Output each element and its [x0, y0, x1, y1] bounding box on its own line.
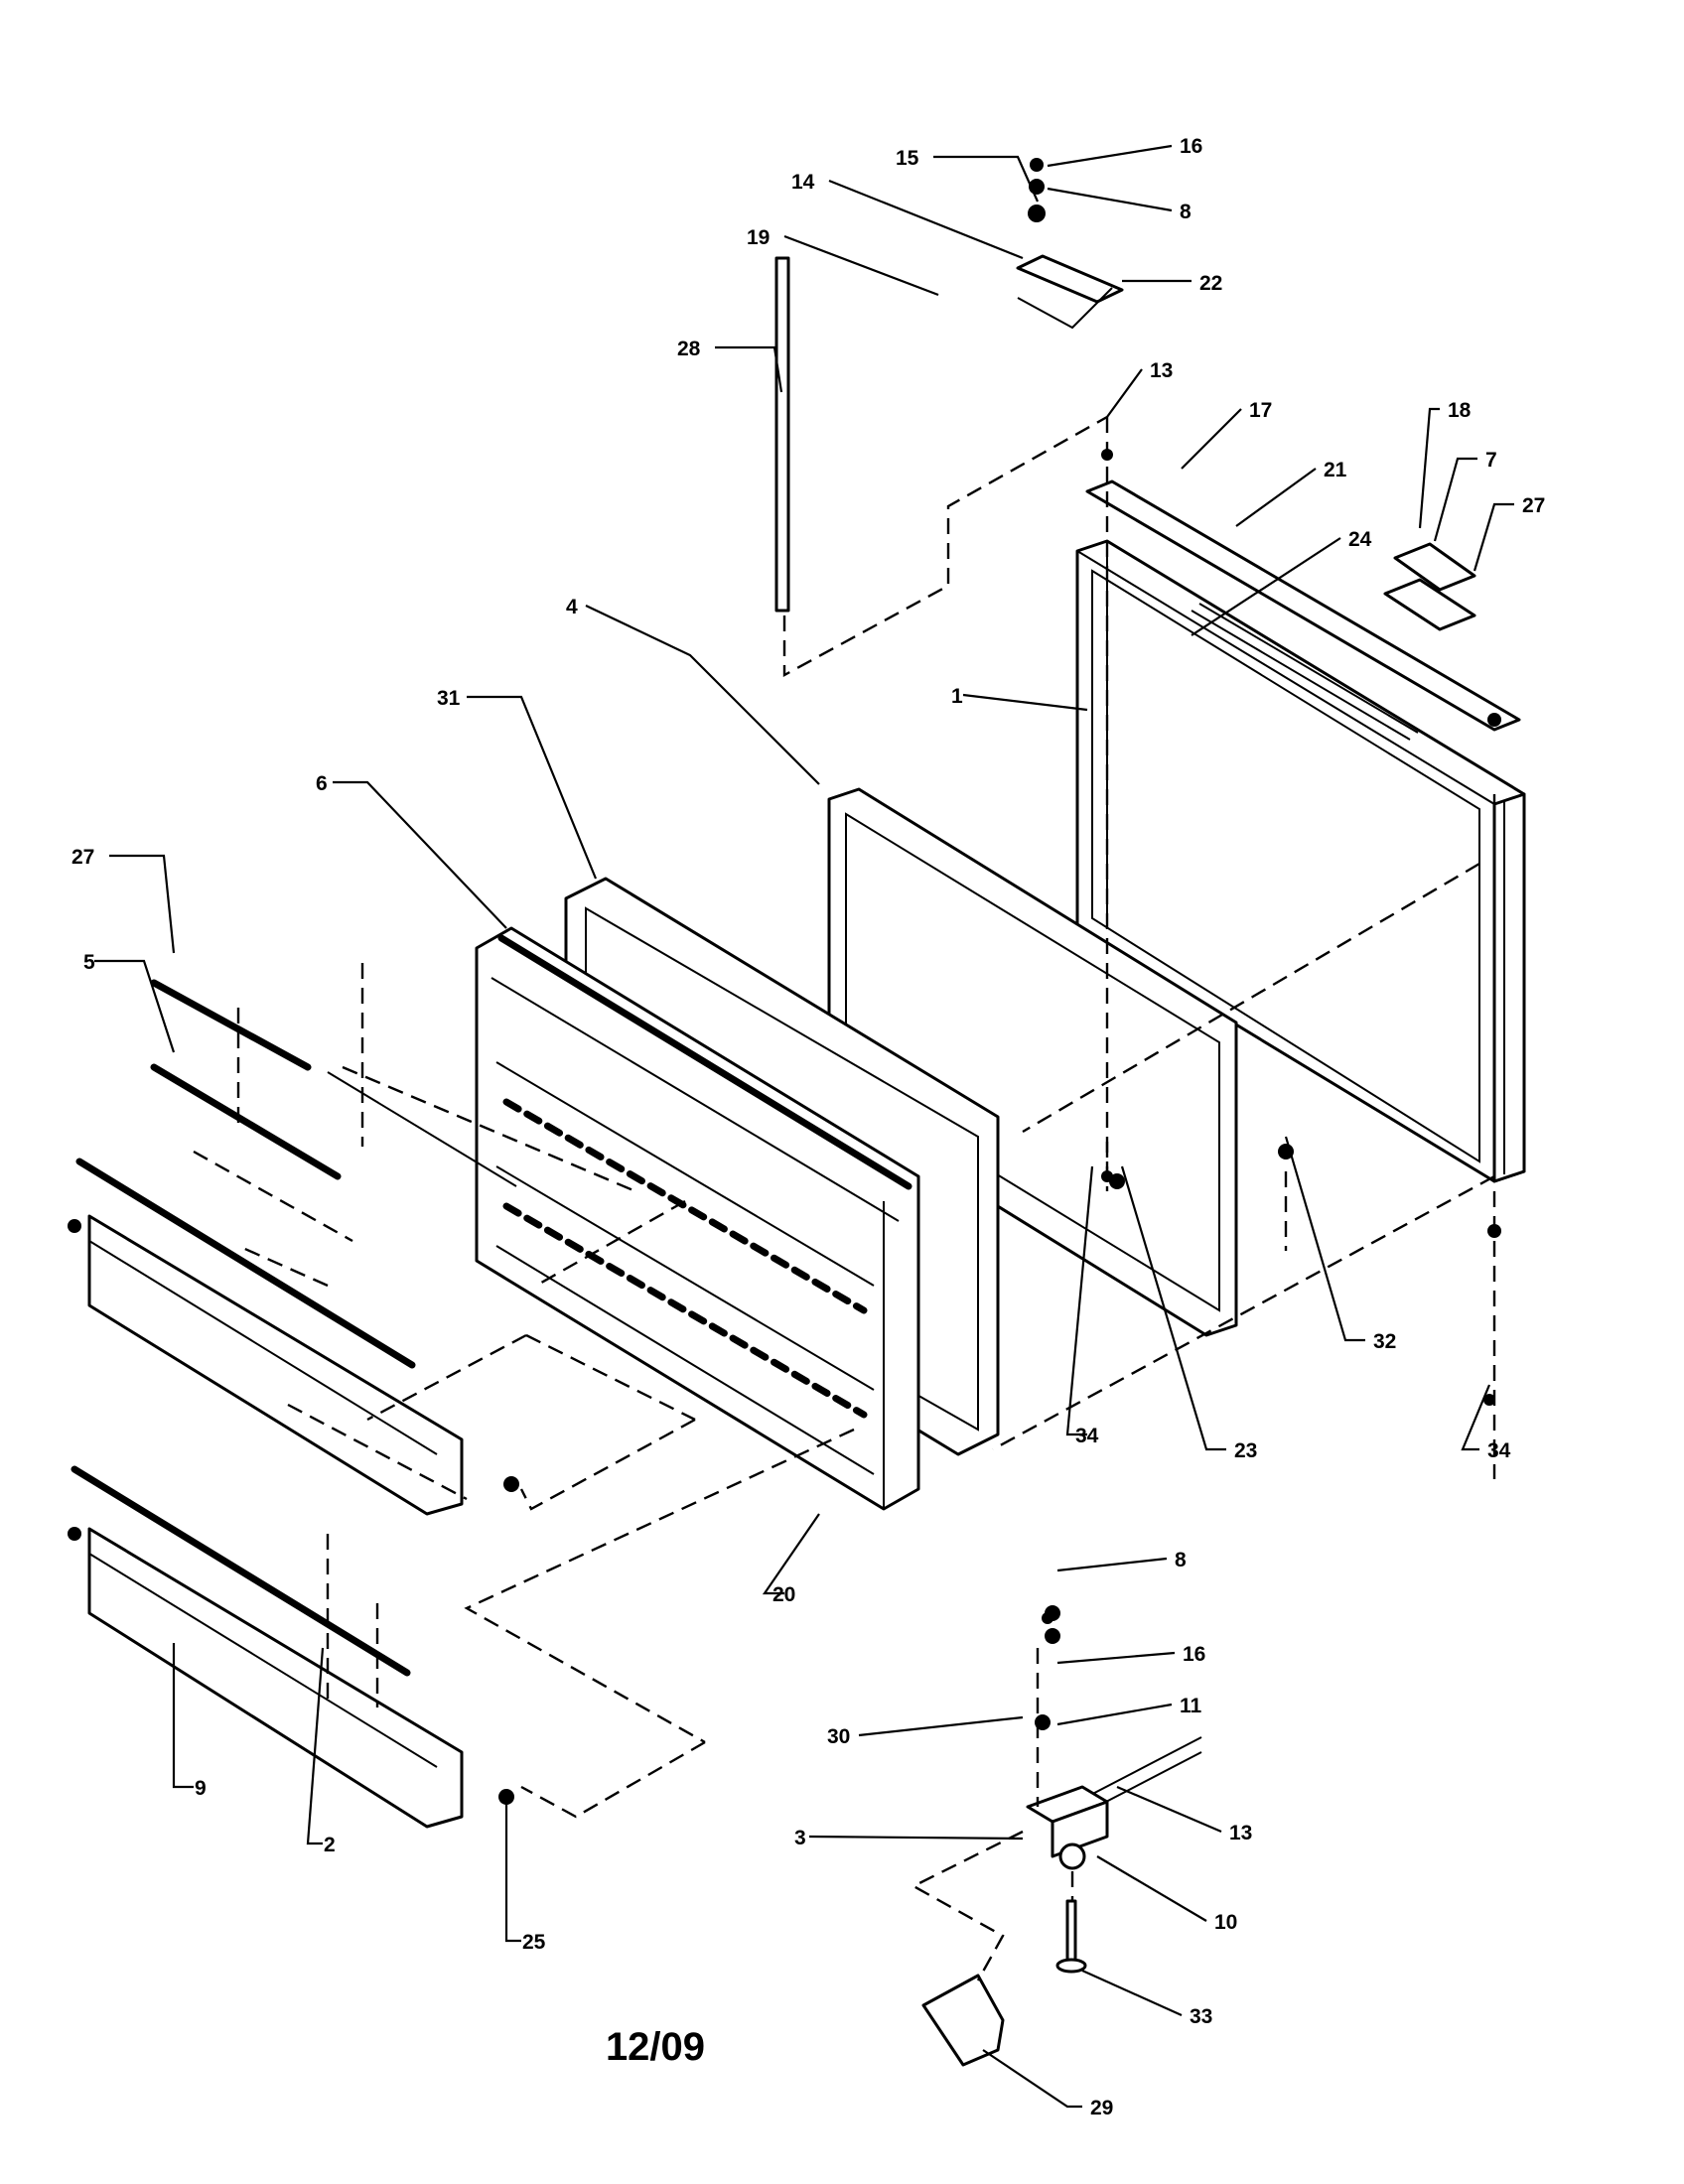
door-liner	[475, 926, 920, 1511]
callout-16-bottom: 16	[1183, 1643, 1205, 1666]
hardware-fasteners	[68, 449, 1501, 1805]
callout-32: 32	[1373, 1330, 1396, 1353]
callout-33: 33	[1190, 2005, 1212, 2028]
callout-21: 21	[1324, 459, 1347, 481]
callout-30: 30	[827, 1725, 850, 1748]
callout-3: 3	[794, 1827, 806, 1849]
callout-31: 31	[437, 687, 461, 710]
callout-17: 17	[1249, 399, 1272, 422]
callout-29: 29	[1090, 2097, 1113, 2119]
callout-13: 13	[1229, 1822, 1252, 1844]
callout-7: 7	[1485, 449, 1497, 472]
callout-22: 23	[1234, 1439, 1257, 1462]
callout-23: 22	[1199, 272, 1222, 295]
callout-9: 9	[195, 1777, 207, 1800]
top-rail	[1085, 479, 1521, 741]
callout-10: 10	[1214, 1911, 1237, 1934]
callout-20: 20	[772, 1583, 795, 1606]
support-bracket	[921, 1974, 1005, 2067]
callout-34-left: 34	[1075, 1425, 1099, 1447]
callout-27: 27	[1522, 494, 1545, 517]
upper-door-bin	[75, 1158, 464, 1516]
callout-11: 11	[1180, 1695, 1202, 1717]
top-hinge-plate	[1383, 542, 1476, 631]
callout-28: 28	[677, 338, 701, 360]
callout-6: 6	[316, 772, 328, 795]
callout-25: 25	[522, 1931, 546, 1954]
callout-19: 19	[747, 226, 770, 249]
callout-5: 5	[83, 951, 95, 974]
date-code: 12/09	[605, 2025, 706, 2069]
callout-34-right: 34	[1487, 1439, 1511, 1462]
top-hinge-assembly	[1016, 158, 1124, 330]
callout-labels: 16 15 8 14 19 22 28 13 17 18 7 21 27 24 …	[71, 135, 1545, 2119]
callout-26: 27	[71, 846, 94, 869]
callout-8-top: 8	[1180, 201, 1192, 223]
callout-1: 1	[951, 685, 963, 708]
callout-12: 13	[1150, 359, 1173, 382]
leveling-leg	[1055, 1899, 1087, 1974]
door-shelf-rails	[150, 979, 517, 1187]
bottom-hinge-assembly	[1026, 1605, 1202, 1870]
alignment-lines	[193, 415, 1496, 1981]
callout-24: 24	[1348, 528, 1372, 551]
callout-4: 4	[566, 596, 578, 618]
callout-14: 14	[791, 171, 815, 194]
callout-18: 18	[1448, 399, 1472, 422]
lower-door-bin	[70, 1465, 464, 1829]
leader-lines	[94, 144, 1514, 2109]
callout-2: 2	[324, 1834, 336, 1856]
handle-rod	[774, 256, 790, 613]
callout-15: 15	[896, 147, 919, 170]
callout-16-top: 16	[1180, 135, 1202, 158]
callout-8-bottom: 8	[1175, 1549, 1187, 1571]
